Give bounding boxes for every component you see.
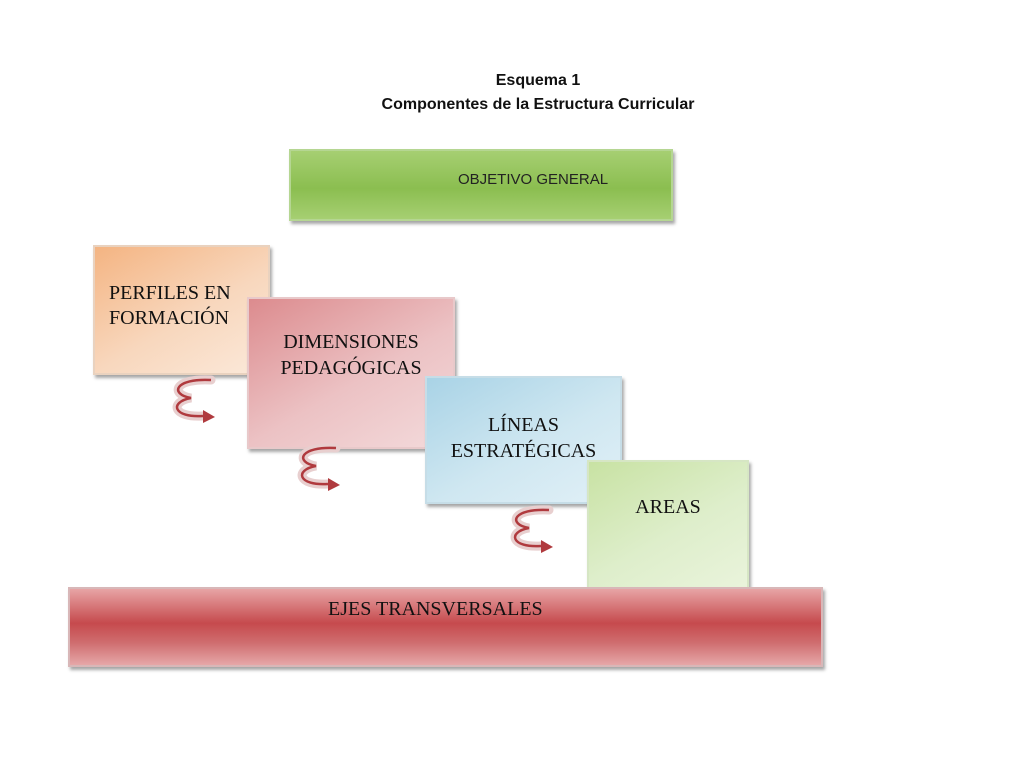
objetivo-general-box: OBJETIVO GENERAL <box>289 149 673 221</box>
ejes-transversales-box: EJES TRANSVERSALES <box>68 587 823 667</box>
ejes-label: EJES TRANSVERSALES <box>328 598 543 620</box>
areas-box: AREAS <box>587 460 749 592</box>
areas-label: AREAS <box>635 496 701 518</box>
curved-arrow-icon <box>297 443 341 491</box>
diagram-title: Esquema 1 <box>495 72 581 89</box>
curved-arrow-icon <box>172 375 216 423</box>
diagram-subtitle: Componentes de la Estructura Curricular <box>381 96 695 113</box>
curved-arrow-icon <box>510 505 554 553</box>
objetivo-general-label: OBJETIVO GENERAL <box>458 171 609 188</box>
